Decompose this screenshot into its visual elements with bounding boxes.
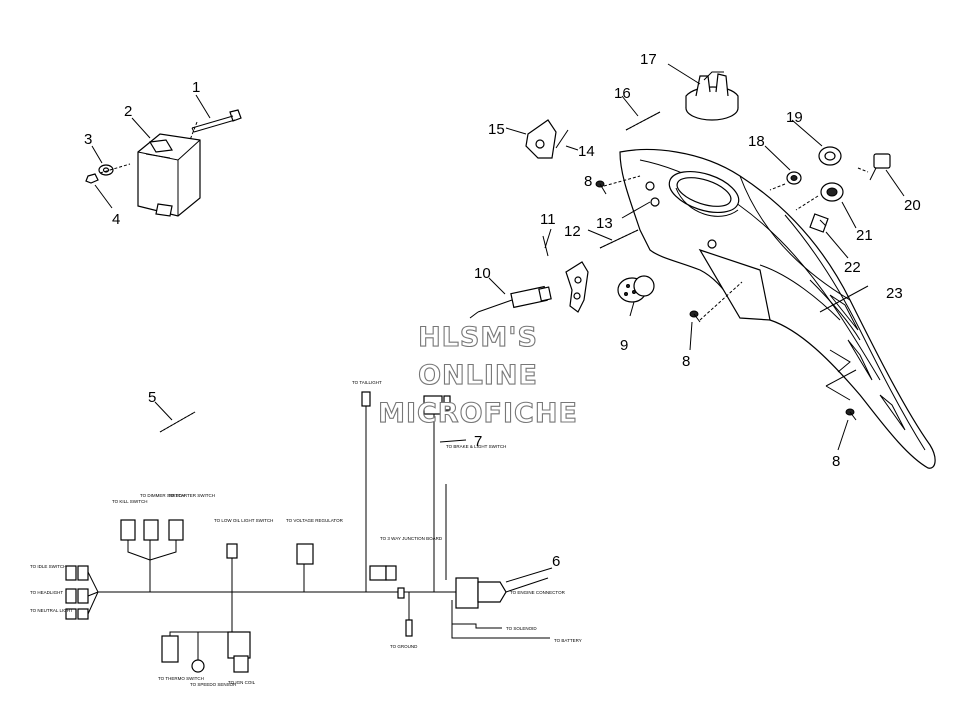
switch-22 [809, 213, 829, 233]
callout-6: 6 [552, 553, 560, 570]
watermark-line-3: MICROFICHE [378, 398, 578, 429]
screw-lower [825, 369, 857, 421]
callout-18: 18 [748, 133, 765, 150]
screw-upper [595, 175, 641, 195]
light-socket-10 [469, 285, 552, 319]
bolt [189, 109, 242, 141]
callout-10: 10 [474, 265, 491, 282]
label-to-engine-connector: TO ENGINE CONNECTOR [510, 590, 566, 595]
switch-9 [617, 275, 655, 303]
callout-3: 3 [84, 131, 92, 148]
watermark-line-1: HLSM'S [418, 322, 538, 353]
callout-22: 22 [844, 259, 861, 276]
callout-5: 5 [148, 389, 156, 406]
label-to-ign-coil: TO IGN COIL [228, 680, 256, 685]
bracket-11 [542, 235, 589, 313]
label-to-low-oil: TO LOW OIL LIGHT SWITCH [214, 518, 273, 523]
headlight-socket-cap [667, 63, 739, 121]
label-to-brake: TO BRAKE & LIGHT SWITCH [446, 444, 506, 449]
rod [599, 229, 639, 249]
washer-nut [85, 163, 131, 184]
callout-8b: 8 [682, 353, 690, 370]
label-to-idle-switch: TO IDLE SWITCH [30, 564, 66, 569]
grommet-18 [769, 171, 802, 191]
callout-17: 17 [640, 51, 657, 68]
clip [555, 129, 579, 151]
light-bracket [505, 119, 557, 159]
callout-8c: 8 [832, 453, 840, 470]
callout-9: 9 [620, 337, 628, 354]
grommet-21 [795, 182, 844, 211]
callout-8a: 8 [584, 173, 592, 190]
callout-11: 11 [540, 211, 556, 228]
callout-1: 1 [192, 79, 200, 96]
grommet-19 [818, 146, 842, 166]
callout-4: 4 [112, 211, 120, 228]
watermark: HLSM'S ONLINE MICROFICHE [378, 321, 578, 429]
label-to-taillight: TO TAILLIGHT [352, 380, 382, 385]
label-to-dimmer: TO DIMMER SWITCH [140, 493, 185, 498]
callout-20: 20 [904, 197, 921, 214]
callout-leaders [439, 119, 905, 583]
label-to-headlight: TO HEADLIGHT [30, 590, 63, 595]
callout-12: 12 [564, 223, 581, 240]
regulator [137, 133, 201, 217]
label-to-ground: TO GROUND [390, 644, 418, 649]
label-to-voltage-regulator: TO VOLTAGE REGULATOR [286, 518, 344, 523]
label-to-solenoid: TO SOLENOID [506, 626, 537, 631]
label-to-battery: TO BATTERY [554, 638, 582, 643]
label-to-thermo: TO THERMO SWITCH [158, 676, 204, 681]
callout-16: 16 [614, 85, 631, 102]
harness-labels: TO TAILLIGHT TO BRAKE & LIGHT SWITCH TO … [30, 380, 582, 687]
ignition-key [857, 153, 891, 181]
bulb-pin [621, 95, 661, 131]
tie-strap [154, 401, 196, 433]
headlight-housing-group [619, 148, 936, 469]
callout-13: 13 [596, 215, 613, 232]
wiring-harness [65, 391, 550, 673]
callout-15: 15 [488, 121, 505, 138]
callout-2: 2 [124, 103, 132, 120]
callout-21: 21 [856, 227, 873, 244]
callout-19: 19 [786, 109, 803, 126]
callout-23: 23 [886, 285, 903, 302]
label-to-3-way: TO 3 WAY JUNCTION BOARD [380, 536, 443, 541]
screw-middle [689, 281, 743, 323]
label-to-kill: TO KILL SWITCH [112, 499, 148, 504]
label-to-neutral: TO NEUTRAL LIGHT [30, 608, 73, 613]
part-regulator-group [85, 94, 242, 217]
label-to-starter: TO STARTER SWITCH [168, 493, 215, 498]
watermark-line-2: ONLINE [418, 360, 538, 391]
callout-numbers: 1 2 3 4 5 6 7 8 8 8 9 10 11 12 13 14 15 … [84, 51, 921, 570]
callout-14: 14 [578, 143, 595, 160]
callout-7: 7 [474, 433, 482, 450]
label-to-speedo: TO SPEEDO SENSOR [190, 682, 237, 687]
